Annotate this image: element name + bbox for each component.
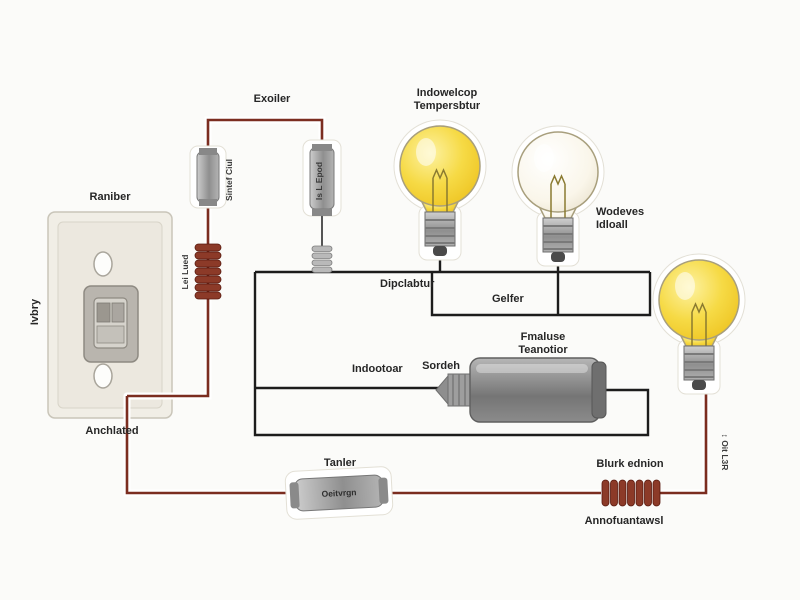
label-switch-side: Ivbry — [29, 298, 41, 325]
labels: Raniber Ivbry Anchlated Sintef Ciul Lei … — [29, 87, 730, 527]
label-bulb1-line2: Tempersbtur — [414, 100, 481, 112]
label-right-margin: ↕ Oit L3R — [720, 434, 730, 471]
wall-switch — [47, 211, 173, 419]
wire-bottom-to-right-bulb — [660, 388, 708, 495]
motor-end-cap — [591, 361, 607, 419]
label-capacitor-top: Exoiler — [254, 93, 291, 105]
light-bulb-off — [511, 125, 605, 267]
label-capacitor-top-body: Is L Epod — [314, 162, 324, 200]
label-bulb2-line2: Idloall — [596, 219, 628, 231]
label-coil-bottom-top: Blurk ednion — [596, 458, 664, 470]
label-bus-lower: Indootoar — [352, 363, 403, 375]
motor-transformer — [435, 357, 607, 423]
label-cylinder-bottom: Tanler — [324, 457, 357, 469]
wire-switch-to-top-chain — [127, 118, 324, 398]
bus-loop — [253, 272, 650, 437]
label-capacitor-left: Sintef Ciul — [224, 159, 234, 201]
screw-hole-top — [93, 251, 113, 277]
label-motor-line2: Teanotior — [518, 344, 568, 356]
label-switch-top: Raniber — [90, 191, 132, 203]
capacitor-top — [302, 139, 342, 217]
motor-thread-tip — [435, 374, 449, 406]
light-bulb-lit-1 — [393, 119, 487, 261]
bottom-cylinder: Oeitvrgn — [284, 466, 394, 520]
capacitor-left — [189, 145, 227, 209]
screw-hole-bottom — [93, 363, 113, 389]
label-motor-line1: Fmaluse — [521, 331, 566, 343]
label-bulb2-line1: Wodeves — [596, 206, 644, 218]
label-bus-mid: Gelfer — [492, 293, 525, 305]
label-switch-bottom: Anchlated — [85, 425, 138, 437]
copper-coil-bottom — [601, 479, 661, 507]
bottom-cylinder-body-label: Oeitvrgn — [321, 487, 356, 499]
gray-coil — [311, 245, 333, 273]
bus-second — [430, 272, 652, 317]
wire-switch-to-bottom — [125, 396, 294, 495]
copper-coil-left — [194, 243, 222, 300]
label-coil-bottom-bottom: Annofuantawsl — [585, 515, 664, 527]
label-bulb1-line1: Indowelcop — [417, 87, 478, 99]
label-bus-upper: Dipclabtur — [380, 278, 435, 290]
label-motor-side: Sordeh — [422, 360, 460, 372]
label-coil-left: Lei Lued — [180, 255, 190, 290]
light-bulb-lit-2 — [652, 253, 746, 395]
